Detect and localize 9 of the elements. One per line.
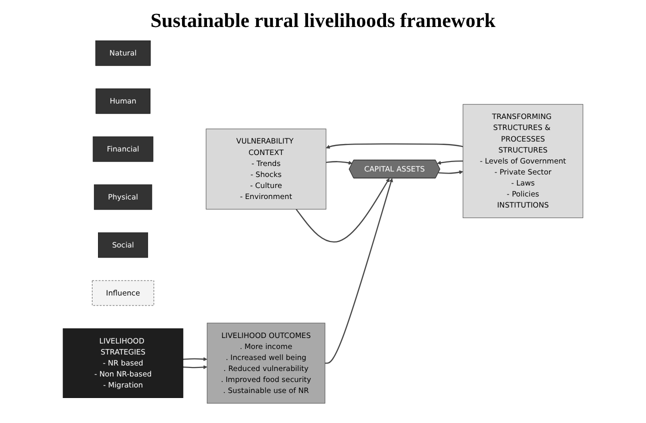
diagram-title: Sustainable rural livelihoods framework (149, 10, 496, 33)
arrow (325, 178, 393, 364)
arrow (182, 365, 208, 370)
arrow (326, 143, 464, 149)
arrow (296, 178, 390, 242)
arrow (438, 170, 464, 174)
arrow (437, 160, 463, 165)
arrow (182, 357, 208, 362)
arrow (326, 160, 352, 165)
